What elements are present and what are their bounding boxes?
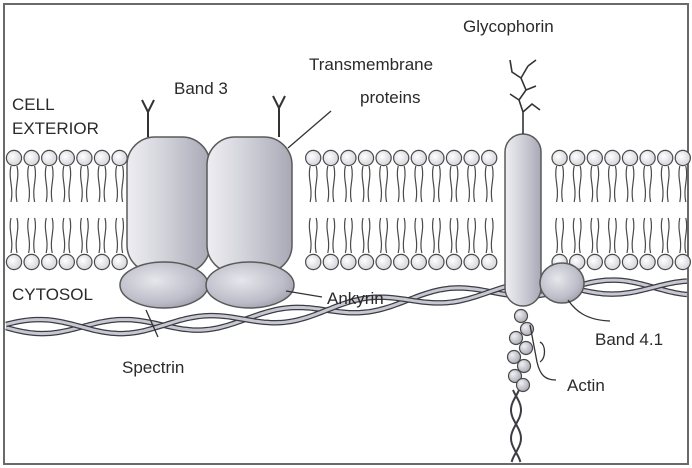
- band3-protein-right: [207, 137, 292, 273]
- lipid-head: [323, 254, 338, 269]
- lipid-head: [464, 150, 479, 165]
- lipid-head: [77, 150, 92, 165]
- lipid-head: [605, 254, 620, 269]
- lipid-head: [24, 254, 39, 269]
- label-cell-exterior-1: CELL: [12, 95, 55, 114]
- label-actin: Actin: [567, 376, 605, 395]
- lipid-head: [42, 254, 57, 269]
- lipid-head: [675, 150, 690, 165]
- lipid-head: [394, 254, 409, 269]
- lipid-head: [59, 254, 74, 269]
- lipid-head: [59, 150, 74, 165]
- lipid-head: [112, 150, 127, 165]
- glycophorin-protein: [505, 134, 541, 306]
- lipid-head: [42, 150, 57, 165]
- label-spectrin: Spectrin: [122, 358, 184, 377]
- band41-protein: [540, 263, 584, 303]
- lipid-head: [341, 254, 356, 269]
- lipid-head: [411, 150, 426, 165]
- lipid-head: [323, 150, 338, 165]
- lipid-head: [77, 254, 92, 269]
- lipid-head: [376, 254, 391, 269]
- lipid-head: [24, 150, 39, 165]
- lipid-head: [446, 254, 461, 269]
- label-ankyrin: Ankyrin: [327, 289, 384, 308]
- lipid-head: [482, 150, 497, 165]
- lipid-head: [6, 254, 21, 269]
- lipid-head: [411, 254, 426, 269]
- label-band41: Band 4.1: [595, 330, 663, 349]
- label-band3: Band 3: [174, 79, 228, 98]
- label-cell-exterior-2: EXTERIOR: [12, 119, 99, 138]
- lipid-head: [640, 150, 655, 165]
- lipid-head: [429, 254, 444, 269]
- ankyrin-left: [120, 262, 208, 308]
- actin-monomer: [515, 310, 528, 323]
- label-transmembrane-1: Transmembrane: [309, 55, 433, 74]
- lipid-head: [587, 150, 602, 165]
- lipid-head: [358, 150, 373, 165]
- lipid-head: [640, 254, 655, 269]
- lipid-head: [605, 150, 620, 165]
- ankyrin-right: [206, 262, 294, 308]
- actin-monomer: [510, 332, 523, 345]
- lipid-head: [622, 254, 637, 269]
- lipid-head: [394, 150, 409, 165]
- lipid-head: [552, 150, 567, 165]
- lipid-head: [587, 254, 602, 269]
- label-glycophorin: Glycophorin: [463, 17, 554, 36]
- lipid-head: [112, 254, 127, 269]
- label-transmembrane-2: proteins: [360, 88, 420, 107]
- lipid-head: [446, 150, 461, 165]
- lipid-head: [675, 254, 690, 269]
- lipid-head: [429, 150, 444, 165]
- lipid-head: [358, 254, 373, 269]
- band3-protein-left: [127, 137, 210, 273]
- lipid-head: [341, 150, 356, 165]
- lipid-head: [6, 150, 21, 165]
- actin-monomer: [520, 342, 533, 355]
- lipid-head: [658, 254, 673, 269]
- label-cytosol: CYTOSOL: [12, 285, 93, 304]
- lipid-head: [622, 150, 637, 165]
- actin-monomer: [517, 379, 530, 392]
- lipid-head: [94, 254, 109, 269]
- lipid-head: [482, 254, 497, 269]
- lipid-head: [658, 150, 673, 165]
- lipid-head: [570, 150, 585, 165]
- lipid-head: [464, 254, 479, 269]
- lipid-head: [306, 254, 321, 269]
- lipid-head: [376, 150, 391, 165]
- lipid-head: [306, 150, 321, 165]
- lipid-head: [94, 150, 109, 165]
